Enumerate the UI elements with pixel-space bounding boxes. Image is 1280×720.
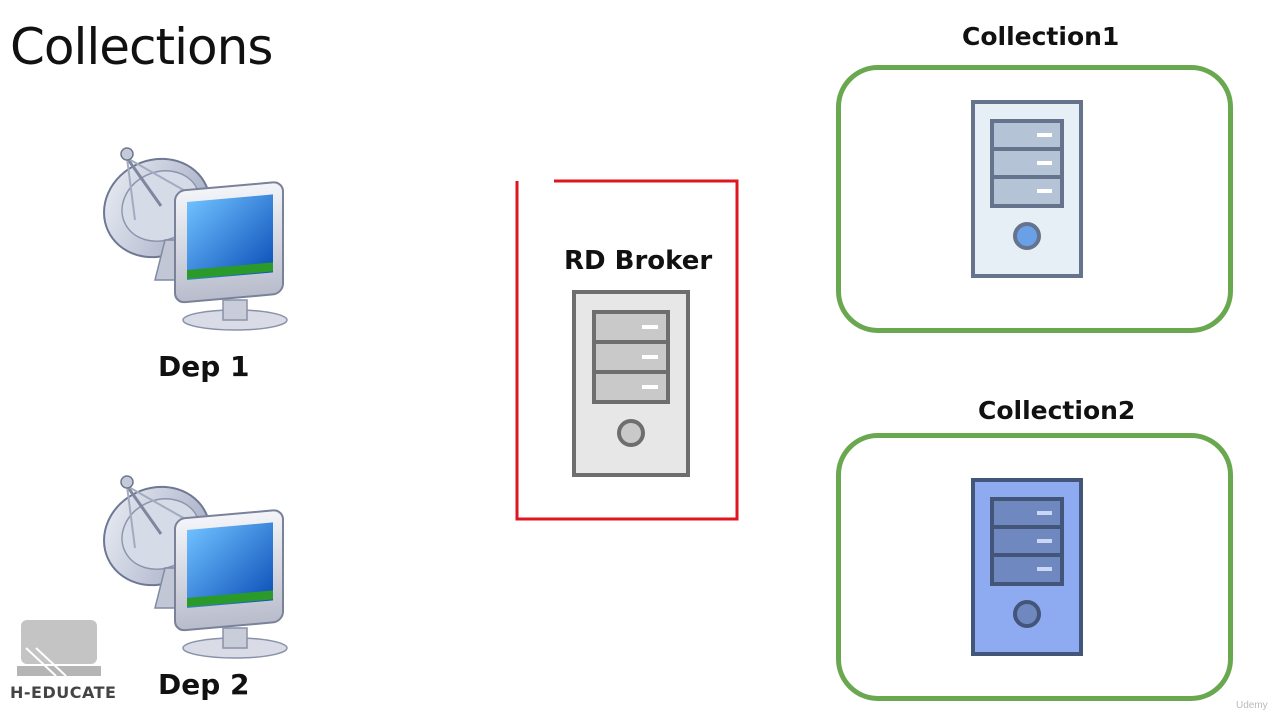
server-tower-icon [572, 290, 690, 477]
collection-label-1: Collection1 [962, 22, 1120, 51]
h-educate-logo [16, 618, 102, 680]
collection-box-2 [836, 433, 1233, 701]
rd-broker-frame [514, 178, 740, 522]
broker-frame-outline [515, 179, 739, 521]
h-educate-logo-text: H-EDUCATE [10, 683, 117, 702]
server-tower-icon [971, 100, 1083, 278]
collection2-server [971, 478, 1084, 658]
remote-desktop-client-icon [103, 147, 288, 331]
collection-box-1 [836, 65, 1233, 333]
broker-label: RD Broker [564, 246, 713, 276]
server-tower-icon [971, 478, 1083, 656]
client-dep-1 [95, 140, 295, 335]
client-dep-2 [95, 468, 295, 663]
collection1-server [971, 100, 1084, 280]
laptop-logo-icon [17, 620, 101, 677]
remote-desktop-client-icon [103, 475, 288, 659]
client-label-dep-2: Dep 2 [158, 668, 250, 701]
collection-label-2: Collection2 [978, 396, 1136, 425]
client-label-dep-1: Dep 1 [158, 350, 250, 383]
rd-broker-server [572, 290, 692, 478]
udemy-watermark: Udemy [1236, 700, 1268, 711]
slide-title: Collections [10, 18, 273, 76]
